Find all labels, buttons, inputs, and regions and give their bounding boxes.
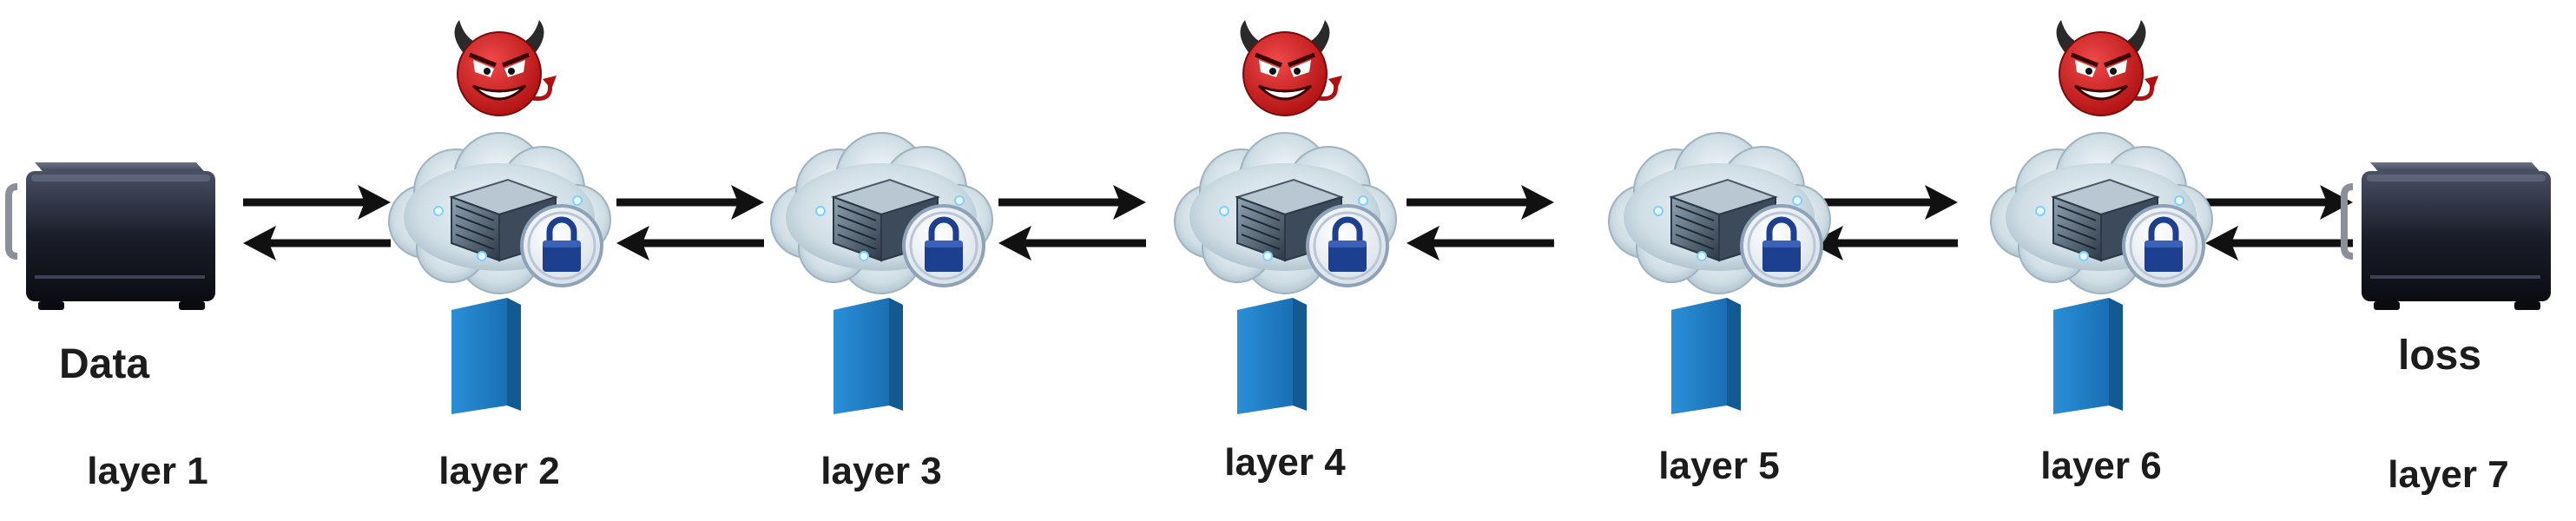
forward-arrow — [2205, 185, 2353, 220]
bidirectional-arrow-n1-n2 — [243, 185, 391, 260]
bidirectional-arrow-n3-n4 — [998, 185, 1146, 260]
secure-cloud-server-icon — [1174, 132, 1397, 294]
node-title: Data — [58, 341, 150, 387]
data-block-icon — [1237, 298, 1307, 414]
lock-icon — [1306, 204, 1389, 287]
layer-label: layer 3 — [820, 450, 942, 492]
node-n6 — [1990, 20, 2213, 414]
secure-cloud-server-icon — [1990, 132, 2213, 294]
secure-cloud-server-icon — [770, 132, 993, 294]
node-title: loss — [2397, 333, 2482, 379]
node-n3 — [770, 132, 993, 414]
lock-icon — [902, 204, 985, 287]
data-block-icon — [451, 298, 521, 414]
layer-label: layer 4 — [1224, 441, 1346, 484]
backward-arrow — [1407, 226, 1554, 260]
backward-arrow — [616, 226, 764, 260]
forward-arrow — [243, 185, 391, 220]
layer-label: layer 5 — [1658, 445, 1780, 487]
node-n5 — [1608, 132, 1831, 414]
forward-arrow — [998, 185, 1146, 220]
lock-icon — [1740, 204, 1823, 287]
backward-arrow — [998, 226, 1146, 260]
bidirectional-arrow-n5-n6 — [1810, 185, 1958, 260]
backward-arrow — [1810, 226, 1958, 260]
node-n7 — [2341, 162, 2551, 310]
data-block-icon — [2053, 298, 2123, 414]
node-n1 — [5, 162, 215, 310]
data-block-icon — [1671, 298, 1741, 414]
devil-icon — [1240, 20, 1342, 116]
data-block-icon — [833, 298, 903, 414]
secure-cloud-server-icon — [1608, 132, 1831, 294]
layer-label: layer 6 — [2040, 445, 2162, 487]
server-icon — [2341, 162, 2551, 310]
forward-arrow — [1810, 185, 1958, 220]
server-icon — [5, 162, 215, 310]
node-n2 — [388, 20, 611, 414]
layer-label: layer 7 — [2388, 453, 2509, 496]
lock-icon — [520, 204, 603, 287]
bidirectional-arrow-n6-n7 — [2205, 185, 2353, 260]
backward-arrow — [243, 226, 391, 260]
bidirectional-arrow-n2-n3 — [616, 185, 764, 260]
layer-label: layer 1 — [87, 450, 208, 492]
node-n4 — [1174, 20, 1397, 414]
devil-icon — [2056, 20, 2158, 116]
forward-arrow — [1407, 185, 1554, 220]
secure-cloud-server-icon — [388, 132, 611, 294]
devil-icon — [454, 20, 557, 116]
forward-arrow — [616, 185, 764, 220]
bidirectional-arrow-n4-n5 — [1407, 185, 1554, 260]
lock-icon — [2122, 204, 2205, 287]
layer-label: layer 2 — [438, 450, 560, 492]
backward-arrow — [2205, 226, 2353, 260]
